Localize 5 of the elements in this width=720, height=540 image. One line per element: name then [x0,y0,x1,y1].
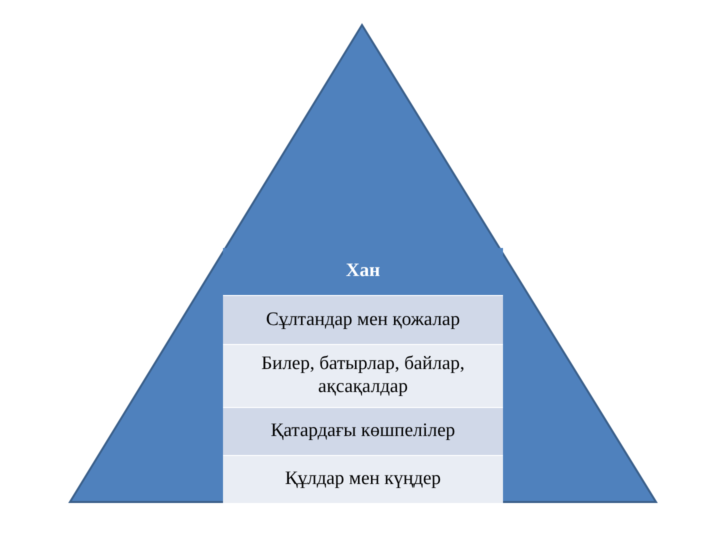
table-cell: Билер, батырлар, байлар, ақсақалдар [223,345,503,408]
table-cell: Құлдар мен күңдер [223,456,503,504]
table-header-cell: Хан [223,248,503,296]
table-cell: Сұлтандар мен қожалар [223,296,503,345]
table-cell: Қатардағы көшпелілер [223,408,503,456]
